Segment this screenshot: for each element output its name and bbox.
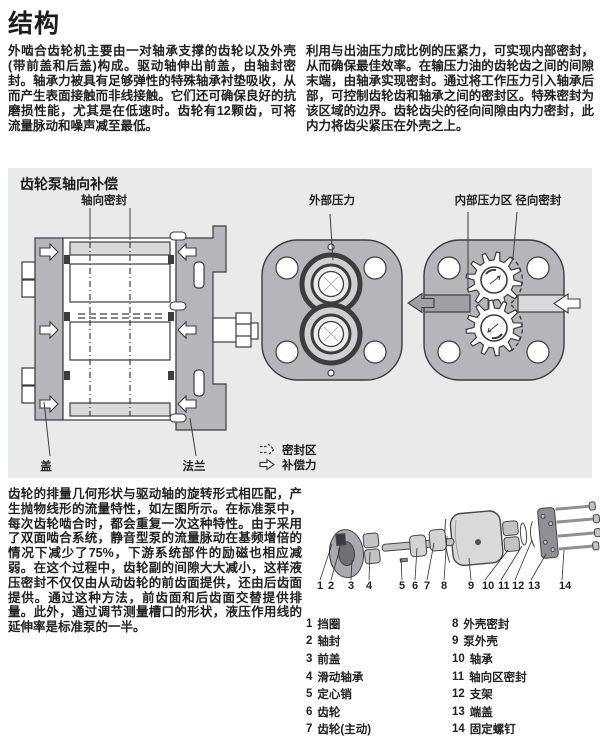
part-name: 轴承	[469, 653, 493, 666]
callout-number: 4	[366, 580, 373, 592]
part-name: 泵外壳	[463, 636, 498, 649]
part-name: 齿轮(主动)	[317, 724, 372, 737]
parts-list-item: 9 泵外壳	[452, 633, 527, 651]
part-number: 14	[452, 723, 465, 736]
legend-compensation-force-label: 补偿力	[282, 459, 317, 472]
label-internal-pressure: 内部压力区 径向密封	[454, 195, 562, 207]
callout-number: 3	[348, 580, 355, 592]
part-number: 12	[452, 688, 465, 701]
callout-number: 14	[559, 580, 572, 592]
parts-list-item: 12 支架	[452, 685, 527, 703]
part-number: 9	[452, 635, 459, 648]
part-number: 7	[306, 723, 313, 736]
figure-title: 齿轮泵轴向补偿	[20, 176, 118, 192]
part-number: 5	[306, 688, 313, 701]
label-flange: 法兰	[182, 461, 206, 473]
part-name: 挡圈	[317, 618, 341, 631]
part-number: 13	[452, 705, 465, 718]
part-number: 10	[452, 652, 465, 665]
intro-paragraph-left: 外啮合齿轮机主要由一对轴承支撑的齿轮以及外壳(带前盖和后盖)构成。驱动轴伸出前盖…	[8, 44, 296, 134]
callout-number: 7	[424, 580, 431, 592]
callout-number: 9	[468, 580, 475, 592]
callout-number: 1	[317, 580, 324, 592]
legend-seal-zone-label: 密封区	[282, 444, 317, 457]
part-number: 3	[306, 652, 313, 665]
callout-number: 5	[399, 580, 406, 592]
parts-list-item: 14 固定螺钉	[452, 721, 527, 739]
parts-list-item: 6 齿轮	[306, 703, 371, 721]
compensation-force-icon	[259, 458, 276, 471]
intro-paragraph-right: 利用与出油压力成比例的压紧力，可实现内部密封，从而确保最佳效率。在输压力油的齿轮…	[306, 44, 594, 134]
parts-list-item: 1 挡圈	[306, 615, 371, 633]
parts-list-item: 13 端盖	[452, 703, 527, 721]
callout-number: 11	[498, 580, 510, 592]
part-name: 支架	[469, 689, 493, 702]
part-name: 外壳密封	[463, 618, 510, 631]
body-paragraph: 齿轮的排量几何形状与驱动轴的旋转形式相匹配，产生抛物线形的流量特性，如左图所示。…	[8, 487, 302, 635]
parts-list-item: 11 轴向区密封	[452, 668, 527, 686]
part-number: 4	[306, 670, 313, 683]
part-number: 1	[306, 617, 313, 630]
axial-compensation-figure: 齿轮泵轴向补偿	[8, 168, 592, 478]
part-name: 轴向区密封	[469, 671, 527, 684]
parts-list-item: 10 轴承	[452, 650, 527, 668]
parts-list-item: 4 滑动轴承	[306, 668, 371, 686]
gear-pump-diagrams	[21, 208, 581, 457]
callout-number: 10	[482, 580, 495, 592]
callout-number: 8	[441, 580, 448, 592]
part-name: 齿轮	[317, 706, 341, 719]
part-name: 滑动轴承	[317, 671, 364, 684]
callout-number: 2	[328, 580, 335, 592]
exploded-view-figure: 1 2 3 4 5 6 7 8 9 10 11 12 13 14	[306, 488, 600, 604]
part-number: 8	[452, 617, 459, 630]
part-number: 11	[452, 670, 465, 683]
callout-number: 12	[512, 580, 525, 592]
page-title: 结构	[8, 10, 61, 38]
part-name: 轴封	[317, 636, 341, 649]
callout-number: 13	[528, 580, 541, 592]
parts-list-column-1: 1 挡圈 2 轴封 3 前盖 4 滑动轴承 5 定心销 6 齿轮 7 齿轮(主动)	[306, 615, 371, 738]
part-name: 定心销	[317, 689, 352, 702]
parts-list-item: 2 轴封	[306, 633, 371, 651]
callout-number: 6	[412, 580, 419, 592]
part-name: 前盖	[317, 653, 341, 666]
cross-section-diagram	[21, 208, 259, 457]
part-number: 6	[306, 705, 313, 718]
part-number: 2	[306, 635, 313, 648]
label-axial-seal: 轴向密封	[81, 195, 127, 207]
figure-legend: 密封区 补偿力	[258, 442, 317, 472]
exploded-view-drawing	[319, 501, 600, 581]
part-name: 端盖	[469, 706, 493, 719]
part-name: 固定螺钉	[469, 724, 516, 737]
parts-list-column-2: 8 外壳密封 9 泵外壳 10 轴承 11 轴向区密封 12 支架 13 端盖 14 固定螺钉	[452, 615, 527, 738]
parts-list-item: 7 齿轮(主动)	[306, 721, 371, 739]
label-external-pressure: 外部压力	[309, 195, 355, 207]
legend-seal-zone: 密封区	[258, 442, 317, 457]
legend-compensation-force: 补偿力	[258, 457, 317, 472]
external-pressure-diagram	[261, 213, 403, 381]
parts-list-item: 8 外壳密封	[452, 615, 527, 633]
label-cover: 盖	[40, 461, 52, 473]
parts-list-item: 3 前盖	[306, 650, 371, 668]
internal-pressure-diagram	[407, 211, 581, 381]
seal-zone-icon	[260, 443, 275, 456]
parts-list-item: 5 定心销	[306, 685, 371, 703]
